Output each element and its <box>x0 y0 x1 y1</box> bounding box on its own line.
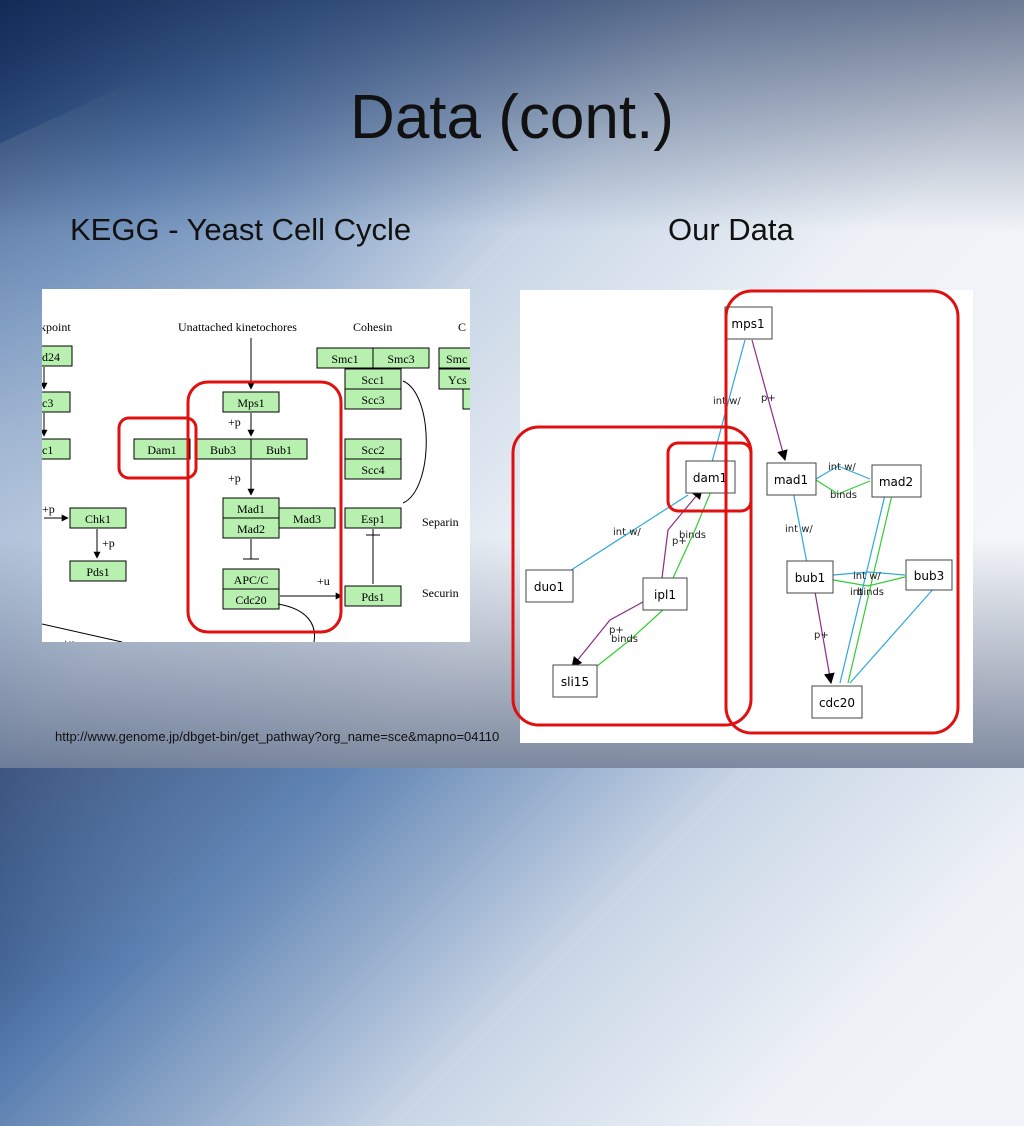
kegg-label-pds1-right: Pds1 <box>361 590 384 604</box>
our-label-mps1: mps1 <box>731 317 764 331</box>
kegg-node-chk1 <box>69 507 127 529</box>
kegg-node-c3 <box>42 391 71 413</box>
kegg-label-scc2: Scc2 <box>361 443 384 457</box>
our-edge-label-mad1-bub1: int w/ <box>785 524 813 535</box>
our-label-dam1: dam1 <box>693 471 727 485</box>
kegg-label-smc3: Smc3 <box>387 352 414 366</box>
kegg-node-scc3 <box>344 388 402 410</box>
our-edge-label-ipl1-dam1-binds: binds <box>679 530 706 541</box>
our-edge-label-mps1-mad1: p+ <box>761 393 776 404</box>
kegg-node-smc3 <box>372 347 430 369</box>
kegg-label-scc3: Scc3 <box>361 393 384 407</box>
kegg-label-scc1: Scc1 <box>361 373 384 387</box>
kegg-label-cdc20: Cdc20 <box>235 593 266 607</box>
kegg-label-plus-p-pds1: +p <box>102 536 115 550</box>
our-label-sli15: sli15 <box>561 675 589 689</box>
kegg-label-c1: c1 <box>42 443 53 457</box>
kegg-node-cut-small <box>462 388 470 410</box>
kegg-annotations: kpoint Unattached kinetochores Cohesin C… <box>42 320 466 642</box>
kegg-label-d24: d24 <box>42 350 60 364</box>
our-label-mad2: mad2 <box>879 475 913 489</box>
kegg-node-ycs-cut <box>438 368 470 390</box>
our-label-ipl1: ipl1 <box>654 588 676 602</box>
kegg-label-c-cut: C <box>458 320 466 334</box>
our-label-mad1: mad1 <box>774 473 808 487</box>
kegg-label-plus-u: +u <box>317 574 330 588</box>
our-label-cdc20: cdc20 <box>819 696 855 710</box>
kegg-label-cohesin: Cohesin <box>353 320 392 334</box>
kegg-label-esp1: Esp1 <box>361 512 385 526</box>
our-edge-label-duo1-dam1: int w/ <box>613 527 641 538</box>
kegg-label-smc-cut: Smc <box>446 352 467 366</box>
kegg-label-unattached: Unattached kinetochores <box>178 320 297 334</box>
our-edge-label-bub1-bub3-int: int w/ <box>853 571 881 582</box>
kegg-heading: KEGG - Yeast Cell Cycle <box>70 212 412 247</box>
kegg-label-mps1: Mps1 <box>237 396 264 410</box>
our-label-bub3: bub3 <box>914 569 944 583</box>
kegg-label-mad1: Mad1 <box>237 502 265 516</box>
kegg-label-mad3: Mad3 <box>293 512 321 526</box>
kegg-node-pds1-right <box>344 585 402 607</box>
our-edge-label-ipl1-sli15-binds: binds <box>611 634 638 645</box>
kegg-label-apcc: APC/C <box>234 573 269 587</box>
kegg-label-plus-p-bub: +p <box>228 471 241 485</box>
our-edge-label-mad1-mad2-int: int w/ <box>828 462 856 473</box>
kegg-label-checkpoint: kpoint <box>42 320 71 334</box>
kegg-node-esp1 <box>344 507 402 529</box>
kegg-label-bub3: Bub3 <box>210 443 236 457</box>
kegg-label-bub1: Bub1 <box>266 443 292 457</box>
kegg-label-dam1: Dam1 <box>147 443 176 457</box>
kegg-label-plus-p-chk1: +p <box>42 502 55 516</box>
our-data-heading: Our Data <box>668 212 794 247</box>
kegg-label-plus-u-bottom: +u <box>62 636 75 642</box>
our-label-duo1: duo1 <box>534 580 564 594</box>
kegg-label-pds1-left: Pds1 <box>86 565 109 579</box>
our-node-labels: mps1 dam1 mad1 mad2 duo1 ipl1 sli15 bub1… <box>534 317 944 710</box>
kegg-label-chk1: Chk1 <box>85 512 111 526</box>
slide-title: Data (cont.) <box>350 83 674 152</box>
kegg-label-c3: c3 <box>42 396 53 410</box>
kegg-label-securin: Securin <box>422 586 459 600</box>
our-data-network: mps1 dam1 mad1 mad2 duo1 ipl1 sli15 bub1… <box>525 306 953 719</box>
kegg-node-d24 <box>42 345 73 367</box>
kegg-node-scc4 <box>344 458 402 480</box>
kegg-label-mad2: Mad2 <box>237 522 265 536</box>
our-edge-label-bub1-bub3-overlap: int <box>850 587 863 598</box>
kegg-node-c1 <box>42 438 71 460</box>
kegg-pathway-panel: d24 c3 c1 Chk1 Pds1 Mps1 Dam1 Bub3 Bub1 … <box>42 289 470 642</box>
kegg-node-labels: d24 c3 c1 Chk1 Pds1 Mps1 Dam1 Bub3 Bub1 … <box>42 350 467 607</box>
kegg-node-pds1-left <box>69 560 127 582</box>
kegg-label-plus-p-mps1: +p <box>228 415 241 429</box>
kegg-pathway-diagram: d24 c3 c1 Chk1 Pds1 Mps1 Dam1 Bub3 Bub1 … <box>42 320 470 642</box>
kegg-node-smc-cut <box>438 347 470 369</box>
kegg-label-scc4: Scc4 <box>361 463 384 477</box>
our-label-bub1: bub1 <box>795 571 825 585</box>
kegg-label-smc1: Smc1 <box>331 352 358 366</box>
our-data-panel: mps1 dam1 mad1 mad2 duo1 ipl1 sli15 bub1… <box>520 290 973 743</box>
our-edge-label-bub1-cdc20: p+ <box>814 630 829 641</box>
our-edge-label-mad1-mad2-binds: binds <box>830 490 857 501</box>
source-url: http://www.genome.jp/dbget-bin/get_pathw… <box>55 729 500 744</box>
kegg-label-separin: Separin <box>422 515 459 529</box>
our-edge-label-mps1-dam1: int w/ <box>713 396 741 407</box>
kegg-label-ycs-cut: Ycs <box>448 373 467 387</box>
